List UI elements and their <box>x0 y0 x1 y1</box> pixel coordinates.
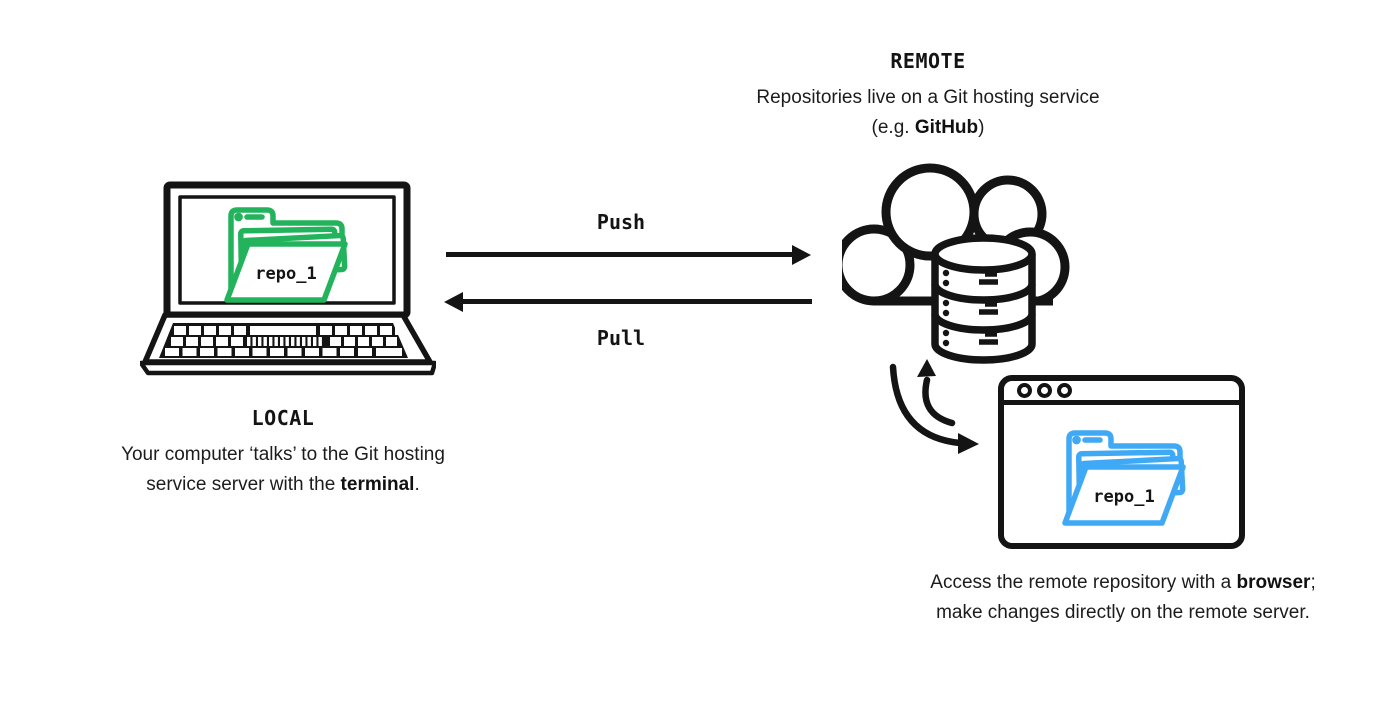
browser-dot-icon <box>1057 383 1072 398</box>
remote-access-line2: make changes directly on the remote serv… <box>936 602 1310 623</box>
browser-titlebar <box>1004 381 1239 405</box>
left-arrow-icon <box>444 292 463 312</box>
remote-subtitle-line2: (e.g. GitHub) <box>871 117 985 138</box>
browser-dot-icon <box>1037 383 1052 398</box>
browser-dot-icon <box>1017 383 1032 398</box>
pull-label: Pull <box>596 326 646 350</box>
local-repo-folder-icon: repo_1 <box>224 204 350 306</box>
remote-section-header: REMOTE Repositories live on a Git hostin… <box>698 48 1158 143</box>
pull-arrow-line <box>461 299 812 304</box>
push-arrow-line <box>446 252 795 257</box>
local-description-line1: Your computer ‘talks’ to the Git hosting <box>121 444 445 465</box>
local-section-caption: LOCAL Your computer ‘talks’ to the Git h… <box>83 405 483 500</box>
push-label: Push <box>596 210 646 234</box>
local-repo-label: repo_1 <box>255 264 316 284</box>
local-description: Your computer ‘talks’ to the Git hosting… <box>83 440 483 500</box>
remote-access-description: Access the remote repository with a brow… <box>900 568 1346 628</box>
remote-repo-label: repo_1 <box>1093 487 1154 507</box>
remote-title: REMOTE <box>890 49 966 73</box>
remote-subtitle-line1: Repositories live on a Git hosting servi… <box>756 87 1100 108</box>
curved-up-arrow-icon <box>922 376 956 427</box>
remote-repo-folder-icon: repo_1 <box>1062 427 1188 529</box>
local-description-line2: service server with the terminal. <box>146 474 420 495</box>
right-arrow-icon <box>792 245 811 265</box>
remote-access-line1: Access the remote repository with a brow… <box>930 572 1316 593</box>
remote-subtitle: Repositories live on a Git hosting servi… <box>698 83 1158 143</box>
local-title: LOCAL <box>251 406 315 430</box>
cloud-server-group <box>842 163 1074 454</box>
curved-down-arrow-icon <box>889 363 964 447</box>
database-icon <box>931 234 1036 364</box>
